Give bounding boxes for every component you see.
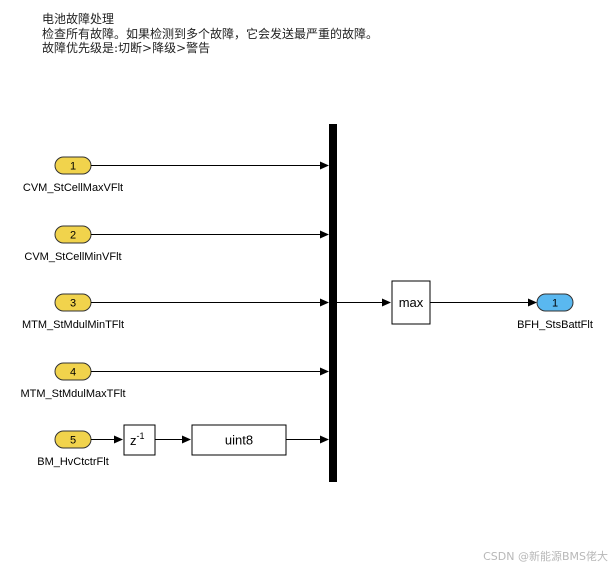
unit-delay-exponent: -1 <box>137 431 145 441</box>
inport-3[interactable]: 3 MTM_StMdulMinTFlt <box>22 293 124 331</box>
unit-delay-base: z <box>130 433 137 448</box>
inport-4-number: 4 <box>70 367 76 379</box>
annotation-priority: 故障优先级是:切断>降级>警告 <box>42 41 211 55</box>
convert-label: uint8 <box>225 433 253 448</box>
inport-1[interactable]: 1 CVM_StCellMaxVFlt <box>23 156 123 194</box>
signal-line-5a[interactable] <box>91 435 123 444</box>
watermark: CSDN @新能源BMS佬大 <box>483 550 608 563</box>
inport-4-label: MTM_StMdulMaxTFlt <box>20 388 125 400</box>
unit-delay-block[interactable]: z-1 <box>123 424 156 456</box>
mux-block[interactable] <box>329 124 337 482</box>
signal-line-5c[interactable] <box>286 435 329 444</box>
signal-line-2[interactable] <box>91 230 329 239</box>
inport-2-number: 2 <box>70 230 76 242</box>
max-label: max <box>399 295 424 310</box>
inport-3-number: 3 <box>70 298 76 310</box>
inport-1-number: 1 <box>70 161 76 173</box>
outport-1-number: 1 <box>552 298 558 310</box>
inport-5-number: 5 <box>70 435 76 447</box>
annotation-title: 电池故障处理 <box>42 12 115 26</box>
signal-line-5b[interactable] <box>155 435 191 444</box>
inport-2[interactable]: 2 CVM_StCellMinVFlt <box>24 225 122 263</box>
inport-2-label: CVM_StCellMinVFlt <box>24 251 121 263</box>
max-block[interactable]: max <box>391 280 431 325</box>
signal-line-1[interactable] <box>91 161 329 170</box>
signal-line-4[interactable] <box>91 367 329 376</box>
signal-line-out[interactable] <box>430 298 537 307</box>
signal-line-3[interactable] <box>91 298 329 307</box>
data-type-conversion-block[interactable]: uint8 <box>191 424 287 456</box>
model-annotation: 电池故障处理 检查所有故障。如果检测到多个故障，它会发送最严重的故障。 故障优先… <box>42 12 378 56</box>
inport-5[interactable]: 5 BM_HvCtctrFlt <box>37 430 109 468</box>
inport-1-label: CVM_StCellMaxVFlt <box>23 182 123 194</box>
inport-3-label: MTM_StMdulMinTFlt <box>22 319 124 331</box>
outport-1-label: BFH_StsBattFlt <box>517 319 593 331</box>
outport-1[interactable]: 1 BFH_StsBattFlt <box>517 293 593 331</box>
svg-text:z-1: z-1 <box>130 431 145 448</box>
inport-4[interactable]: 4 MTM_StMdulMaxTFlt <box>20 362 126 400</box>
annotation-description: 检查所有故障。如果检测到多个故障，它会发送最严重的故障。 <box>42 26 379 41</box>
signal-line-mux-out[interactable] <box>337 298 391 307</box>
inport-5-label: BM_HvCtctrFlt <box>37 456 109 468</box>
